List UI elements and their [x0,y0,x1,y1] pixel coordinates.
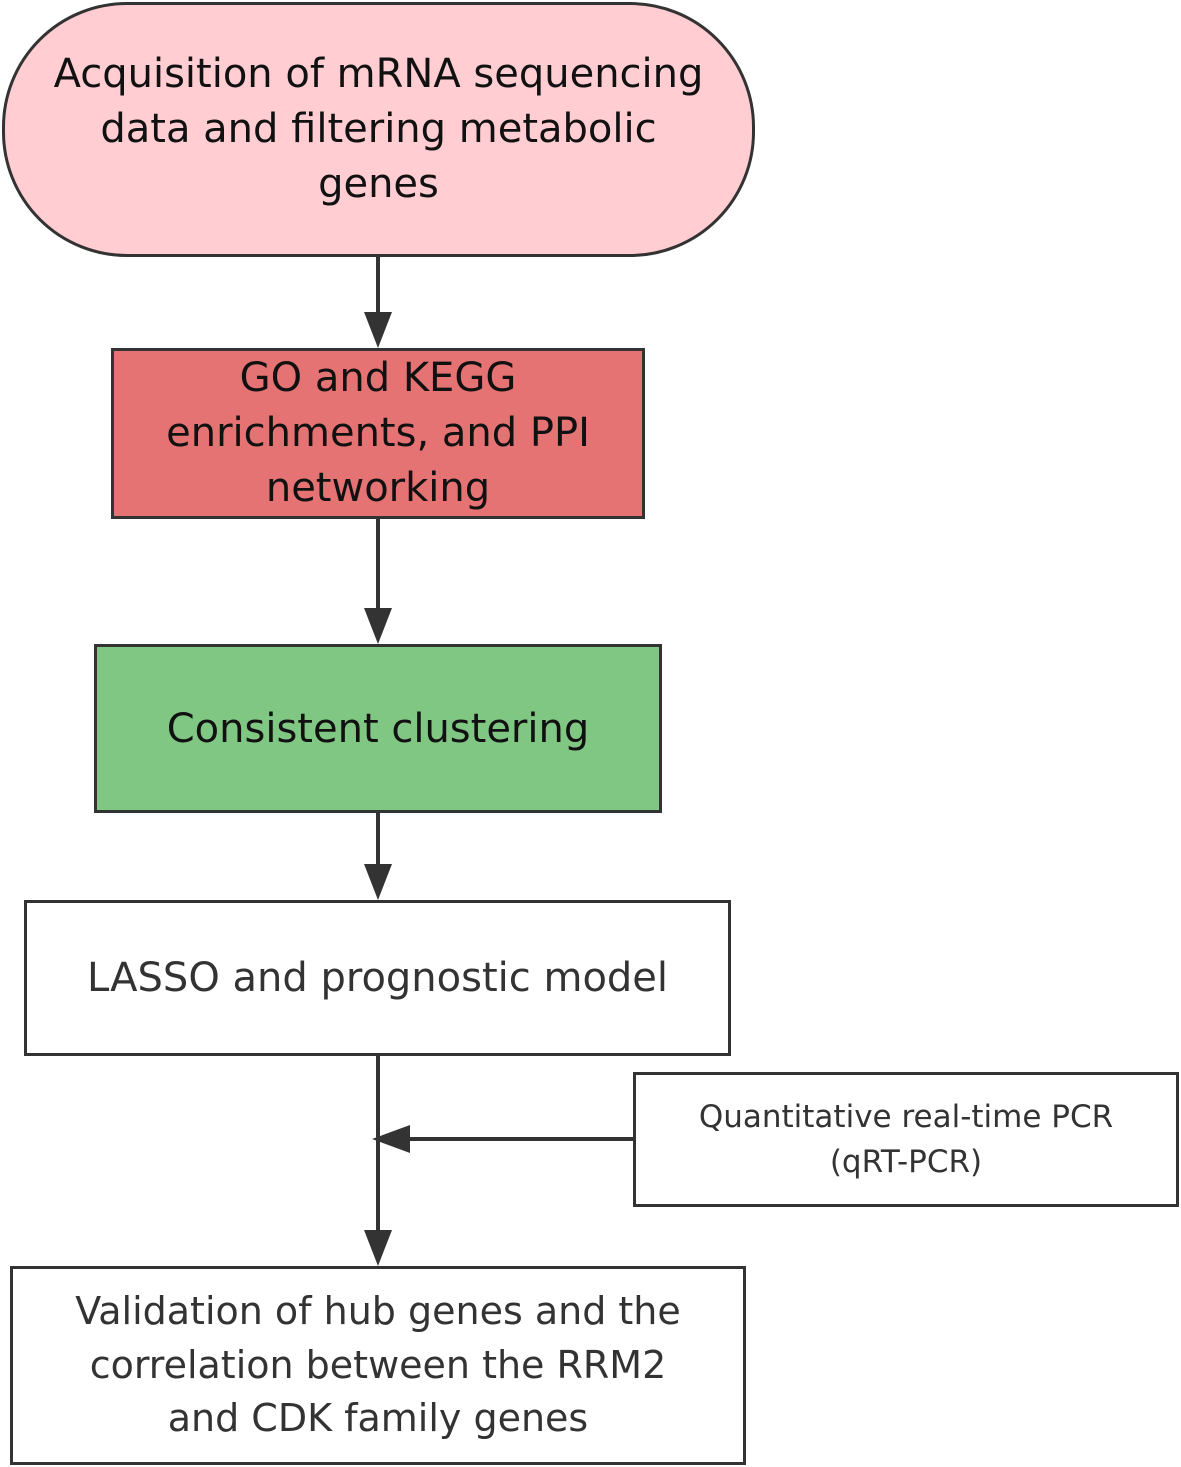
validation-node: Validation of hub genes and the correlat… [10,1266,746,1465]
enrichment-label: GO and KEGG enrichments, and PPI network… [166,354,590,512]
arrow-clustering-to-lasso-head [364,864,392,900]
acquisition-node: Acquisition of mRNA sequencing data and … [2,2,755,257]
qrtpcr-node: Quantitative real-time PCR (qRT-PCR) [633,1072,1179,1207]
lasso-label: LASSO and prognostic model [86,955,669,1001]
validation-label: Validation of hub genes and the correlat… [75,1288,681,1441]
arrow-qrtpcr-to-flow-head [372,1125,410,1153]
enrichment-node: GO and KEGG enrichments, and PPI network… [111,348,645,519]
acquisition-label: Acquisition of mRNA sequencing data and … [53,50,704,208]
arrow-enrichment-to-clustering-head [364,608,392,644]
clustering-node: Consistent clustering [94,644,662,813]
arrow-lasso-to-validation-head [364,1230,392,1266]
qrtpcr-label: Quantitative real-time PCR (qRT-PCR) [698,1098,1114,1180]
arrow-acquisition-to-enrichment-head [364,312,392,348]
clustering-label: Consistent clustering [166,705,590,752]
lasso-node: LASSO and prognostic model [24,900,731,1056]
